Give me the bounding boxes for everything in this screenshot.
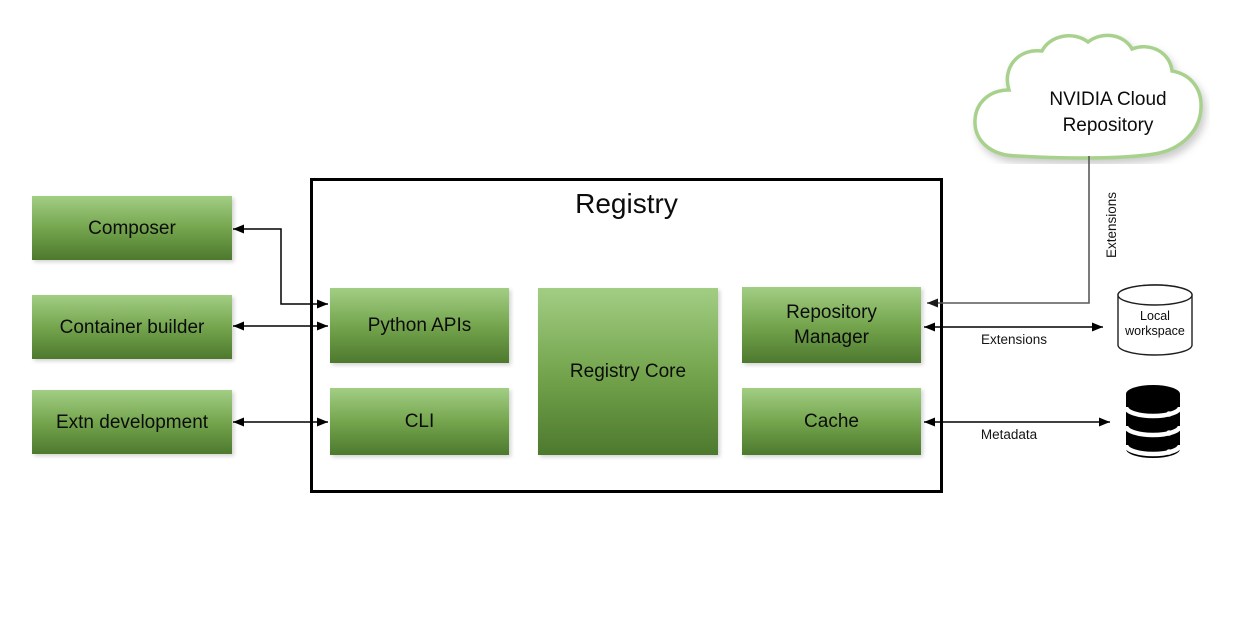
nvidia-cloud-shape bbox=[973, 33, 1203, 160]
node-registry-core-label: Registry Core bbox=[569, 361, 687, 382]
registry-container-box bbox=[310, 178, 943, 493]
cylinder-top bbox=[1117, 284, 1193, 306]
cloud-label: NVIDIA Cloud Repository bbox=[1049, 89, 1167, 136]
node-cli: CLI bbox=[330, 388, 509, 455]
registry-title: Registry bbox=[575, 188, 678, 219]
database-gap-2 bbox=[1125, 425, 1181, 438]
database-silhouette bbox=[1126, 385, 1180, 458]
node-extn-development: Extn development bbox=[32, 390, 232, 454]
metadata-label: Metadata bbox=[980, 427, 1038, 442]
database-dot-3 bbox=[1166, 449, 1172, 455]
database-dot-2 bbox=[1166, 430, 1172, 436]
node-registry-core: Registry Core bbox=[538, 288, 718, 455]
node-repository-manager-label: Repository Manager bbox=[786, 302, 877, 348]
node-python-apis: Python APIs bbox=[330, 288, 509, 363]
node-repository-manager: Repository Manager bbox=[742, 287, 921, 363]
node-extn-development-label: Extn development bbox=[55, 411, 209, 433]
connector-cloud-repository-manager bbox=[927, 156, 1090, 308]
extensions-horizontal-label: Extensions bbox=[980, 332, 1048, 347]
cloud-outline bbox=[973, 33, 1203, 160]
database-dot-1 bbox=[1166, 411, 1172, 417]
node-composer-label: Composer bbox=[88, 217, 176, 239]
node-cli-label: CLI bbox=[404, 411, 435, 432]
database-gap-1 bbox=[1125, 406, 1181, 419]
local-workspace-label: Local workspace bbox=[1125, 309, 1185, 338]
database-icon bbox=[1125, 385, 1181, 458]
database-gap-3 bbox=[1125, 444, 1181, 457]
node-cache: Cache bbox=[742, 388, 921, 455]
node-container-builder-label: Container builder bbox=[59, 316, 205, 338]
node-container-builder: Container builder bbox=[32, 295, 232, 359]
node-python-apis-label: Python APIs bbox=[367, 315, 472, 336]
node-cache-label: Cache bbox=[804, 411, 859, 432]
node-composer: Composer bbox=[32, 196, 232, 260]
local-workspace-cylinder bbox=[1117, 284, 1193, 356]
extensions-vertical-label: Extensions bbox=[1104, 191, 1119, 259]
